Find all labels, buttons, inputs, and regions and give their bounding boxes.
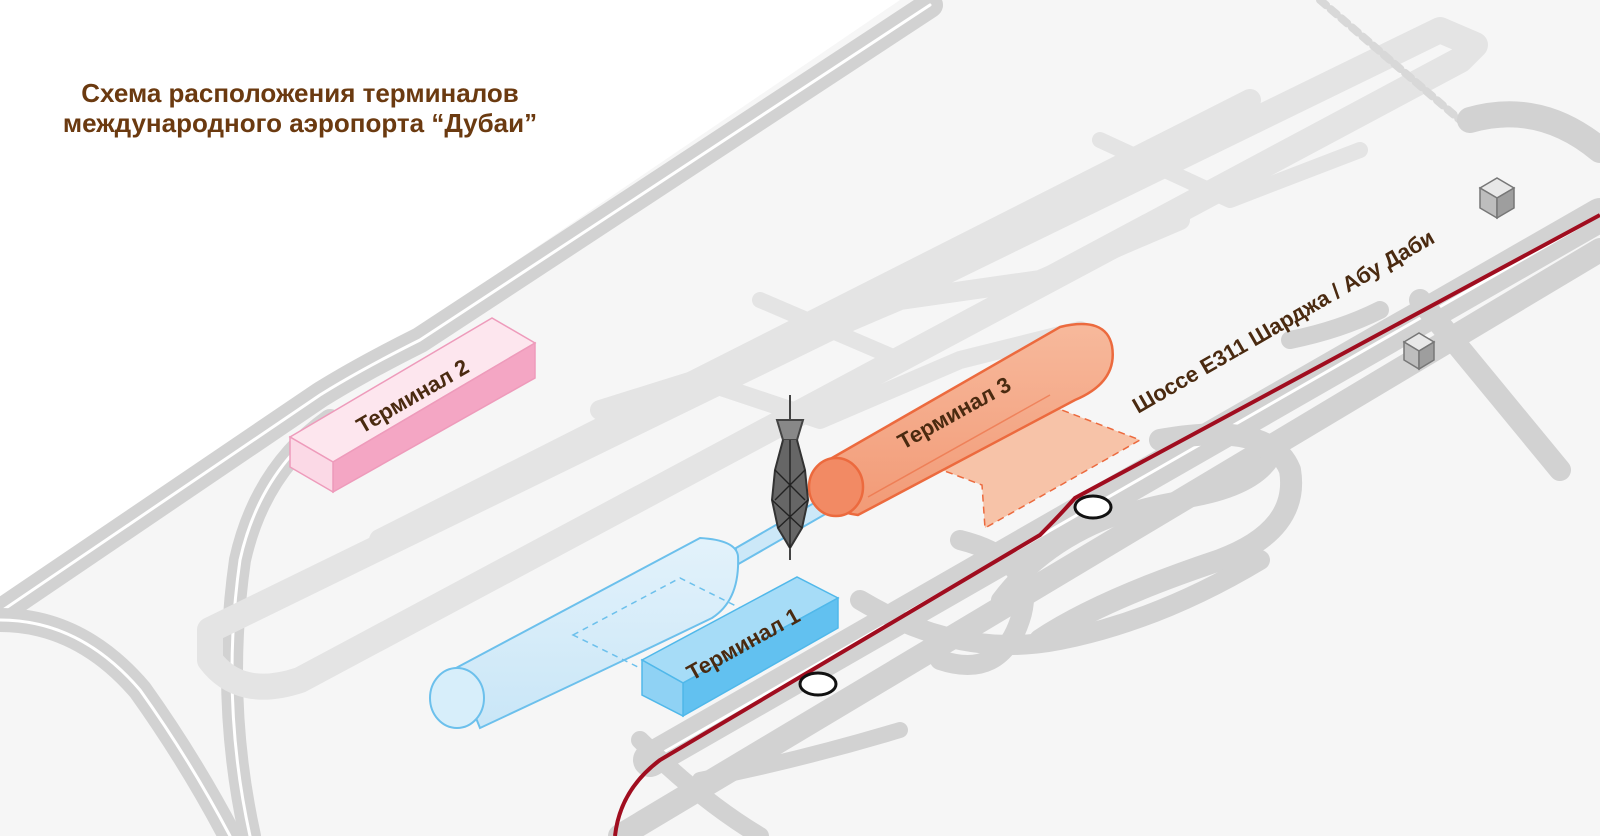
map-title-line-2: международного аэропорта “Дубаи” (62, 108, 538, 138)
taxiways (197, 0, 1488, 700)
map-title: Схема расположения терминалов международ… (20, 78, 580, 138)
map-title-line-1: Схема расположения терминалов (81, 78, 519, 108)
terminal-3-building[interactable] (807, 322, 1142, 530)
control-tower-icon (770, 395, 810, 560)
building-icon (1478, 177, 1516, 220)
eastern-roads (608, 101, 1600, 836)
metro-line (613, 213, 1600, 836)
building-icon (1402, 332, 1436, 371)
terminal-2-building[interactable] (288, 317, 537, 494)
runway-north (0, 0, 943, 625)
metro-station-icon (798, 671, 838, 697)
metro-station-icon (1073, 494, 1113, 520)
western-roads (0, 409, 341, 836)
terminal-1-building[interactable] (640, 576, 840, 718)
